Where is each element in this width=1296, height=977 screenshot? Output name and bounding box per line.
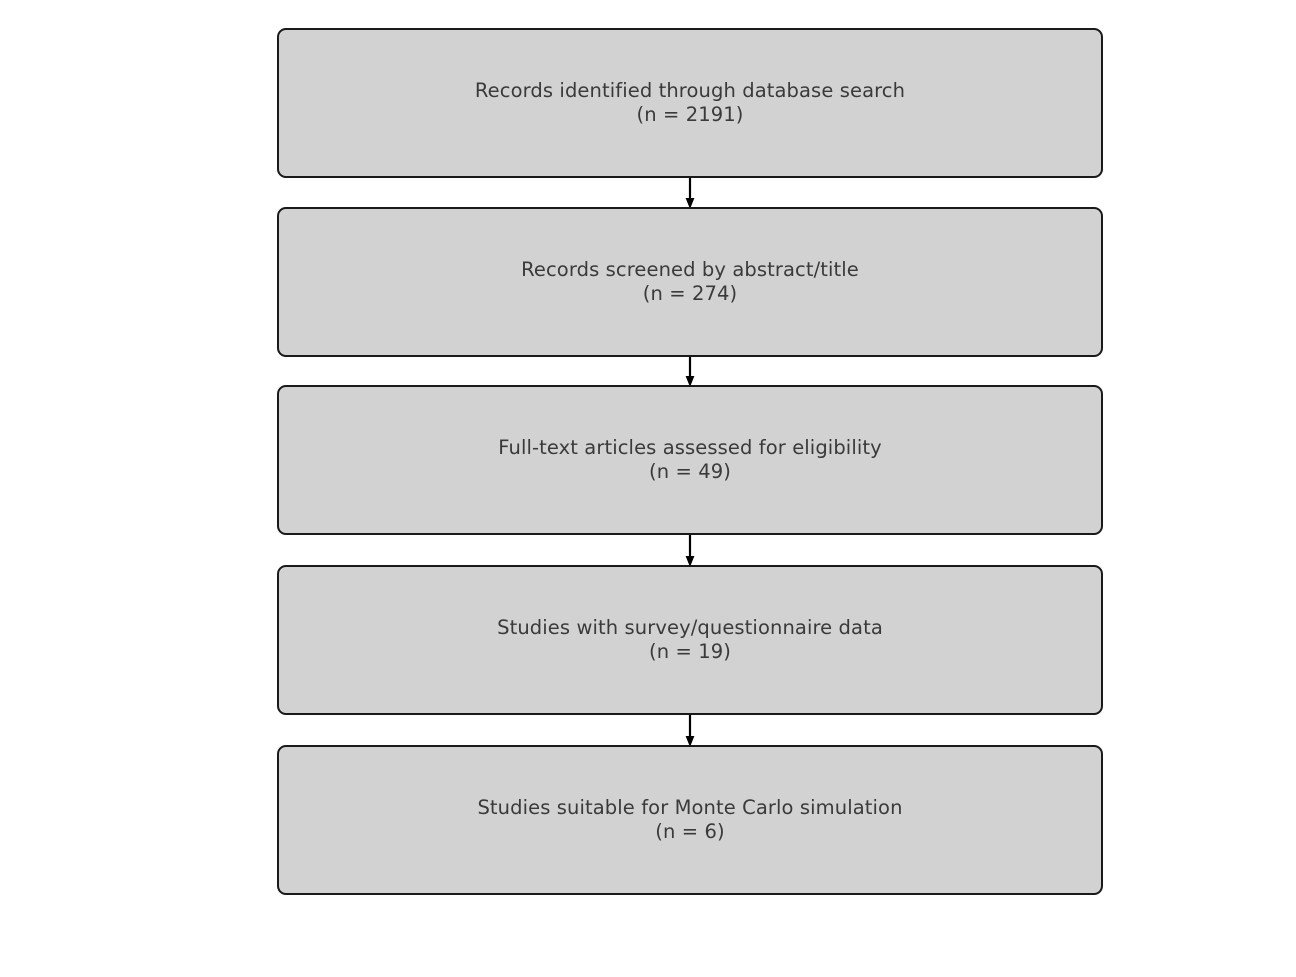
arrow-stage3-to-stage4 — [684, 534, 696, 568]
flow-node-count: (n = 2191) — [636, 103, 744, 126]
arrow-stage1-to-stage2 — [684, 176, 696, 210]
flow-node-label: Studies with survey/questionnaire data — [497, 616, 883, 639]
arrow-stage4-to-stage5 — [684, 714, 696, 748]
flow-node-records-screened: Records screened by abstract/title (n = … — [277, 207, 1103, 357]
down-arrow-icon — [685, 176, 695, 209]
flow-node-count: (n = 49) — [649, 460, 731, 483]
flow-node-count: (n = 6) — [655, 820, 725, 843]
flow-node-survey-data: Studies with survey/questionnaire data (… — [277, 565, 1103, 715]
arrow-stage2-to-stage3 — [684, 354, 696, 388]
flow-node-count: (n = 19) — [649, 640, 731, 663]
down-arrow-icon — [685, 714, 695, 747]
down-arrow-icon — [685, 534, 695, 567]
flow-node-monte-carlo-suitable: Studies suitable for Monte Carlo simulat… — [277, 745, 1103, 895]
down-arrow-icon — [685, 354, 695, 387]
flow-node-label: Studies suitable for Monte Carlo simulat… — [477, 796, 903, 819]
flow-node-label: Records screened by abstract/title — [521, 258, 859, 281]
flow-node-count: (n = 274) — [642, 282, 738, 305]
flow-node-fulltext-assessed: Full-text articles assessed for eligibil… — [277, 385, 1103, 535]
flow-node-label: Records identified through database sear… — [474, 79, 906, 102]
flow-node-label: Full-text articles assessed for eligibil… — [498, 436, 882, 459]
flow-node-records-identified: Records identified through database sear… — [277, 28, 1103, 178]
